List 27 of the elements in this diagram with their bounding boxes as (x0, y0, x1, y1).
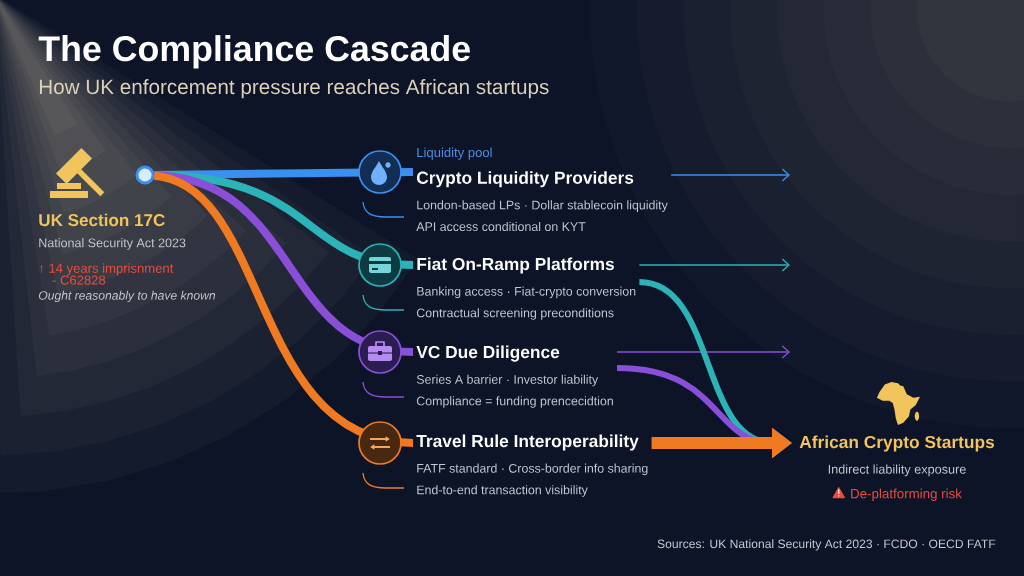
node-heading: UK Section 17C (39, 213, 165, 227)
node-heading: African Crypto Startups (799, 435, 995, 452)
glow-dot (135, 165, 155, 185)
description-text: Compliance = funding prencecidtion (416, 396, 613, 408)
penalty-text: ↑ 14 years imprisnment - C62828 (40, 263, 174, 285)
node-heading: VC Due Diligence (416, 345, 560, 362)
warning-text: De-platforming risk (851, 488, 962, 501)
arrow (670, 168, 790, 182)
node-heading: Crypto Liquidity Providers (417, 171, 634, 188)
tag-label: Liquidity pool (417, 147, 492, 160)
description-text: Contractual screening preconditions (416, 308, 614, 320)
description-text: End-to-end transaction visibility (417, 485, 588, 497)
arrow (638, 258, 790, 272)
description-text: Indirect liability exposure (828, 464, 966, 477)
subtitle: How UK enforcement pressure reaches African startups (39, 79, 549, 99)
node-heading: Fiat On-Ramp Platforms (417, 257, 614, 274)
description-text: FATF standard · Cross-border info sharing (417, 463, 648, 476)
node-heading: Travel Rule Interoperability (416, 434, 639, 451)
description-text: London-based LPs · Dollar stablecoin liquidity (417, 200, 668, 212)
description-text: Series A barrier · Investor liability (416, 374, 599, 387)
note-text: Ought reasonably to have known (38, 290, 216, 303)
description-text: National Security Act 2023 (39, 238, 186, 250)
title: The Compliance Cascade (38, 35, 470, 69)
arrow (616, 345, 790, 359)
description-text: Banking access · Fiat-crypto conversion (417, 286, 636, 299)
description-text: API access conditional on KYT (416, 221, 586, 231)
source-note: Sources: UK National Security Act 2023 · FCDO · OECD FATF (657, 539, 996, 551)
